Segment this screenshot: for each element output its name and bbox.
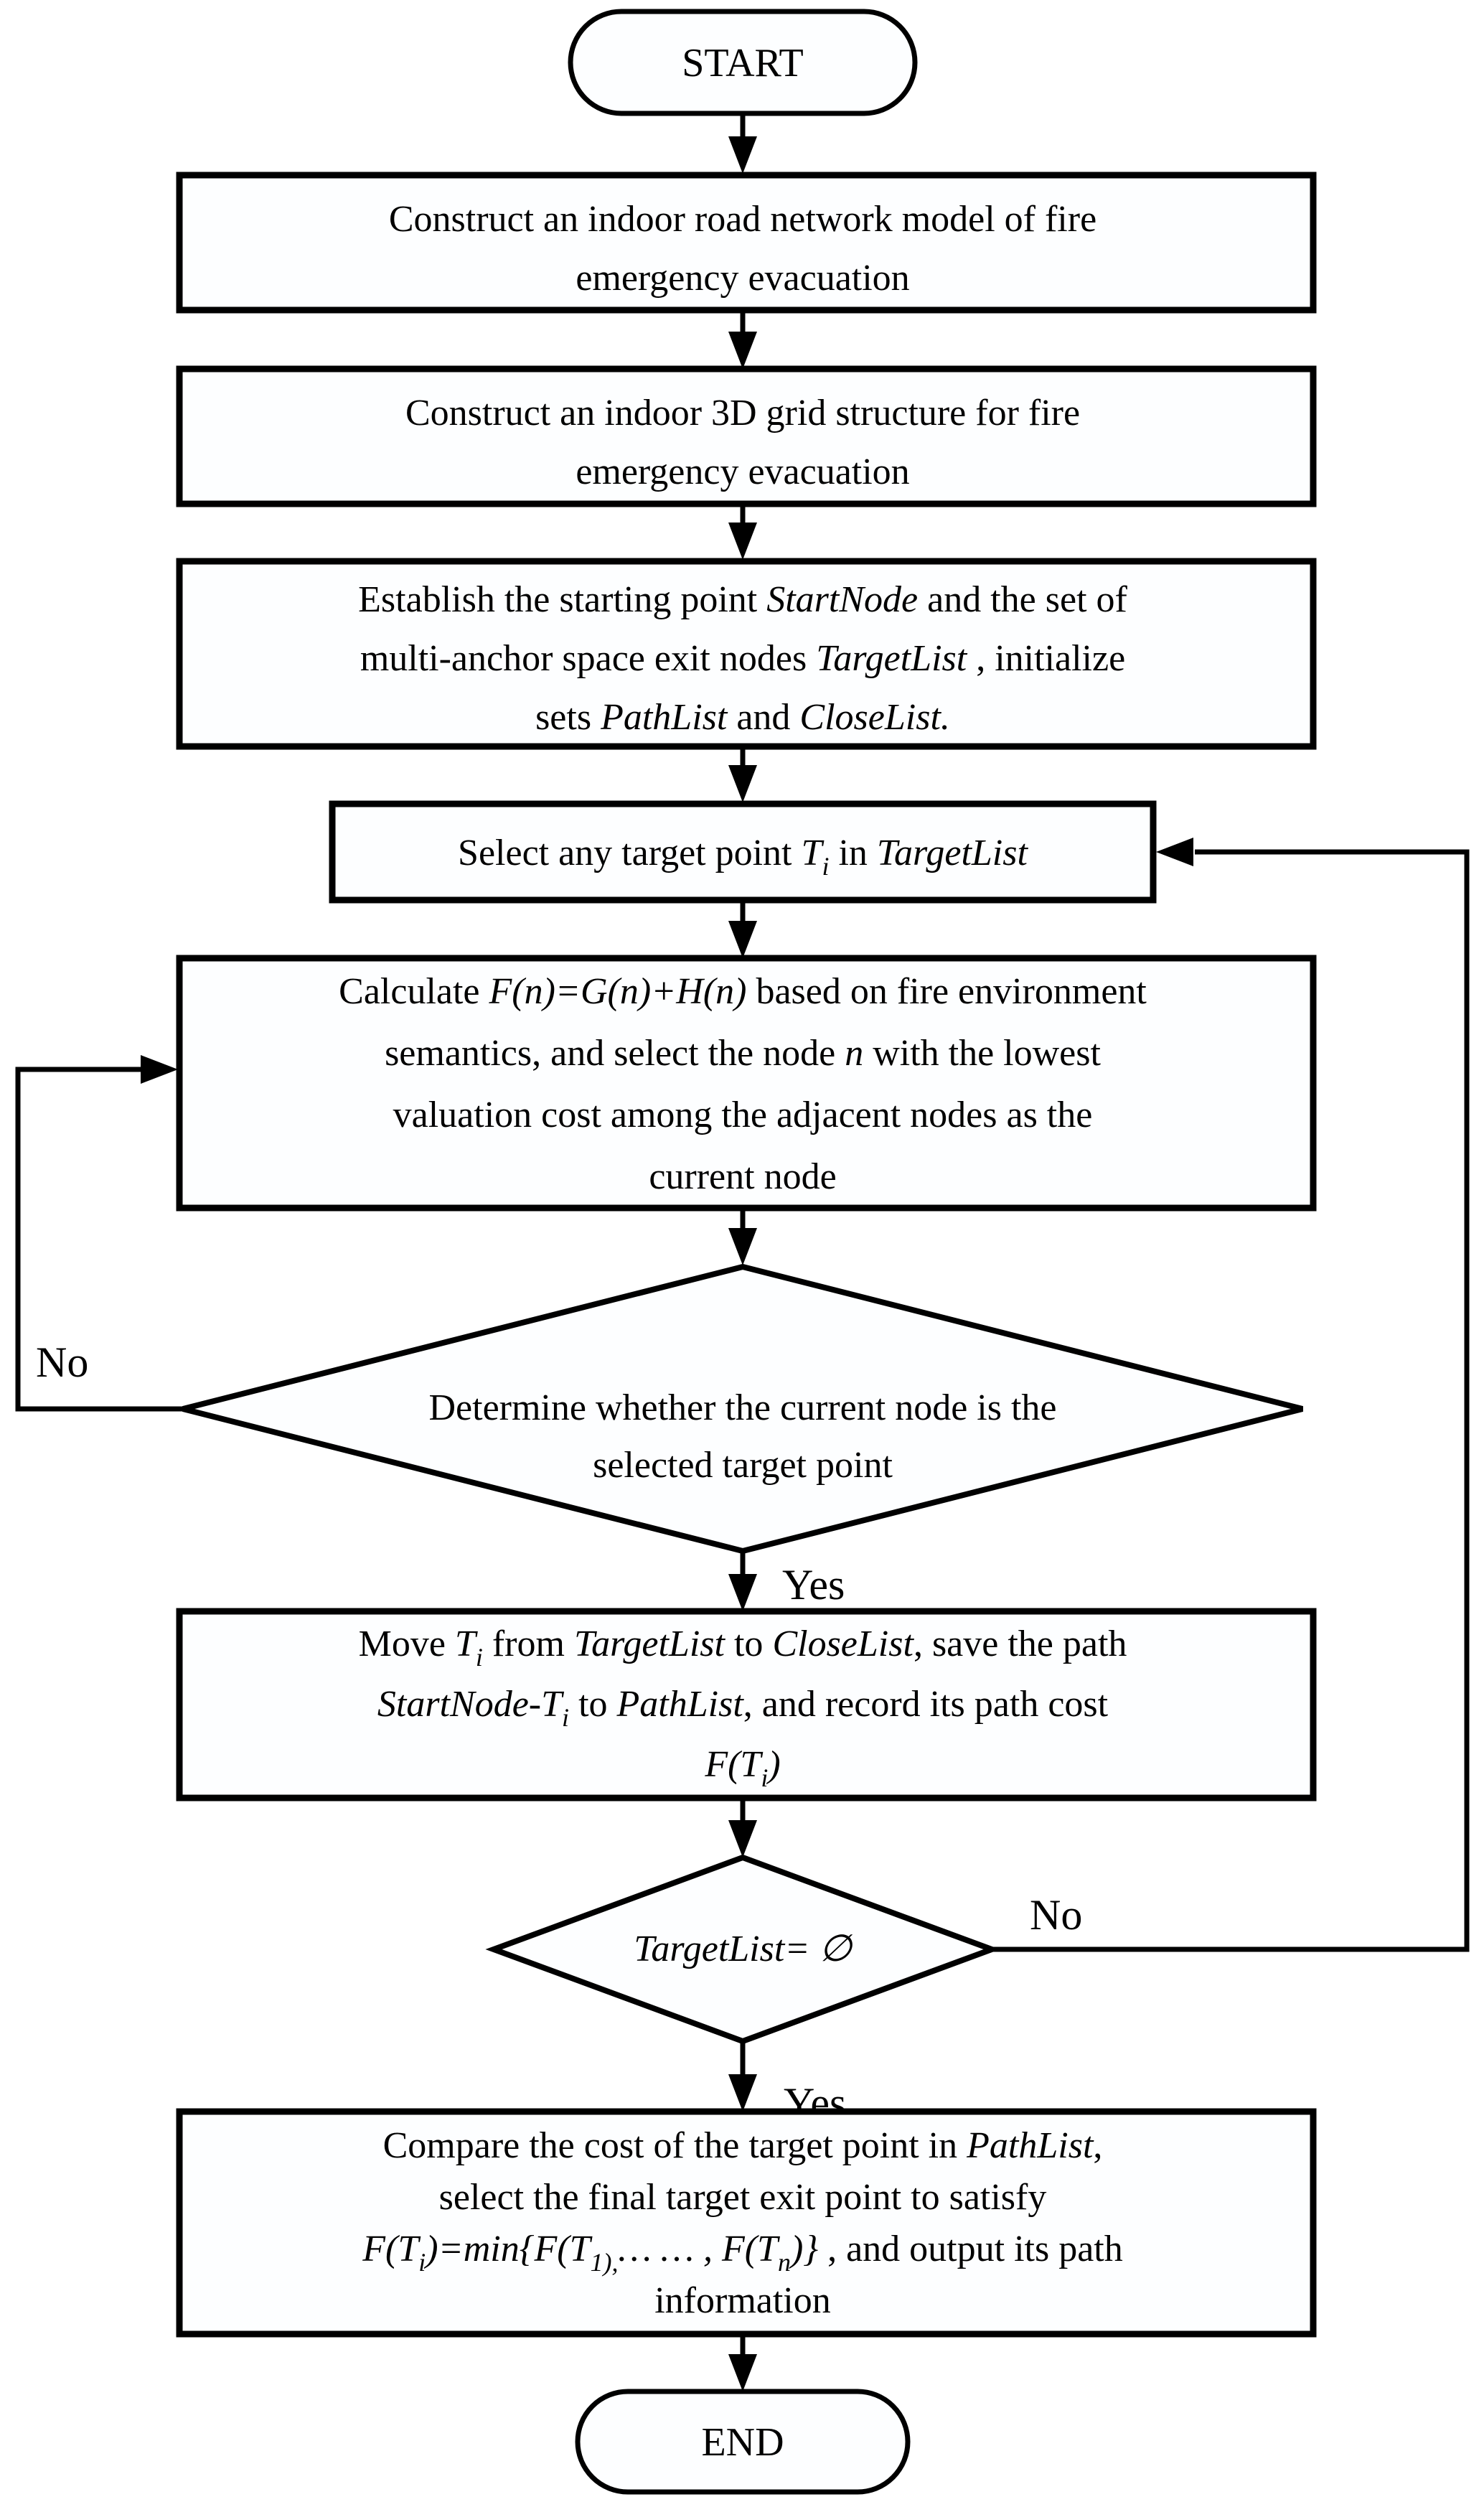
edge-arrowhead <box>728 1574 757 1611</box>
edge-box1-to-box2 <box>728 310 757 369</box>
edge-arrowhead <box>728 2354 757 2391</box>
edge-arrowhead <box>728 1820 757 1857</box>
edge-arrowhead <box>728 765 757 802</box>
process-box-calculate-line3: valuation cost among the adjacent nodes … <box>393 1095 1093 1135</box>
process-box-establish-nodes <box>176 558 1317 750</box>
process-box-calculate-line4: current node <box>649 1156 836 1197</box>
process-box-calculate-fn <box>176 955 1317 1212</box>
process-box-compare-line1: Compare the cost of the target point in … <box>383 2125 1103 2166</box>
process-box-compare-line3: F(Ti)=min{F(T1),… … , F(Tn)} , and outpu… <box>362 2229 1122 2277</box>
start-label: START <box>682 41 804 85</box>
process-box-road-network-line1: Construct an indoor road network model o… <box>389 199 1096 240</box>
process-box-compare-line4: information <box>654 2280 831 2321</box>
label-no-decision2: No <box>1030 1891 1082 1939</box>
edge-final-to-end <box>728 2334 757 2391</box>
process-box-calculate-line1: Calculate F(n)=G(n)+H(n) based on fire e… <box>339 971 1147 1012</box>
edge-arrowhead <box>141 1055 178 1084</box>
edge-arrowhead <box>728 332 757 369</box>
edge-line <box>15 1067 183 1412</box>
edge-arrowhead <box>728 921 757 958</box>
label-no-decision1: No <box>36 1339 88 1386</box>
edge-calc-to-decision1 <box>728 1208 757 1265</box>
label-yes-decision1: Yes <box>782 1561 845 1608</box>
process-box-compare-cost <box>176 2108 1317 2338</box>
process-box-3d-grid-line2: emergency evacuation <box>576 451 909 492</box>
edge-select-to-calc <box>728 900 757 958</box>
process-box-move-line1: Move Ti from TargetList to CloseList, sa… <box>359 1624 1127 1672</box>
decision-current-node-line2: selected target point <box>593 1445 893 1486</box>
end-terminal <box>575 2389 911 2495</box>
edge-arrowhead <box>1156 838 1193 866</box>
edge-arrowhead <box>728 2074 757 2112</box>
edge-no-loop-right <box>992 838 1470 1952</box>
edge-decision1-to-move <box>728 1551 757 1611</box>
edge-start-to-box1 <box>728 113 757 174</box>
process-box-calculate-line2: semantics, and select the node n with th… <box>385 1033 1101 1074</box>
edge-arrowhead <box>728 136 757 174</box>
process-box-road-network-line2: emergency evacuation <box>576 258 909 299</box>
edge-arrowhead <box>728 1228 757 1265</box>
process-box-compare-line2: select the final target exit point to sa… <box>439 2177 1047 2218</box>
process-box-establish-line1: Establish the starting point StartNode a… <box>358 579 1127 620</box>
edge-box3-to-select <box>728 746 757 802</box>
process-box-establish-line3: sets PathList and CloseList. <box>535 697 950 738</box>
process-box-3d-grid-line1: Construct an indoor 3D grid structure fo… <box>405 393 1080 434</box>
edge-box2-to-box3 <box>728 504 757 560</box>
process-box-move-line2: StartNode-Ti to PathList, and record its… <box>377 1684 1109 1732</box>
edge-no-loop-left <box>15 1055 183 1412</box>
edge-move-to-decision2 <box>728 1798 757 1857</box>
process-box-select-target-line1: Select any target point Ti in TargetList <box>458 833 1028 881</box>
edge-decision2-to-final <box>728 2041 757 2112</box>
edge-arrowhead <box>728 523 757 560</box>
process-box-move-ti <box>176 1608 1317 1801</box>
process-box-road-network-model <box>176 172 1317 314</box>
end-label: END <box>701 2420 784 2465</box>
decision-targetlist-empty-label: TargetList= ∅ <box>634 1929 853 1969</box>
process-box-move-line3: F(Ti) <box>704 1744 780 1792</box>
process-box-3d-grid-structure <box>176 365 1317 507</box>
decision-current-node-line1: Determine whether the current node is th… <box>429 1387 1057 1428</box>
process-box-establish-line2: multi-anchor space exit nodes TargetList… <box>360 638 1125 679</box>
edge-line <box>992 849 1470 1952</box>
